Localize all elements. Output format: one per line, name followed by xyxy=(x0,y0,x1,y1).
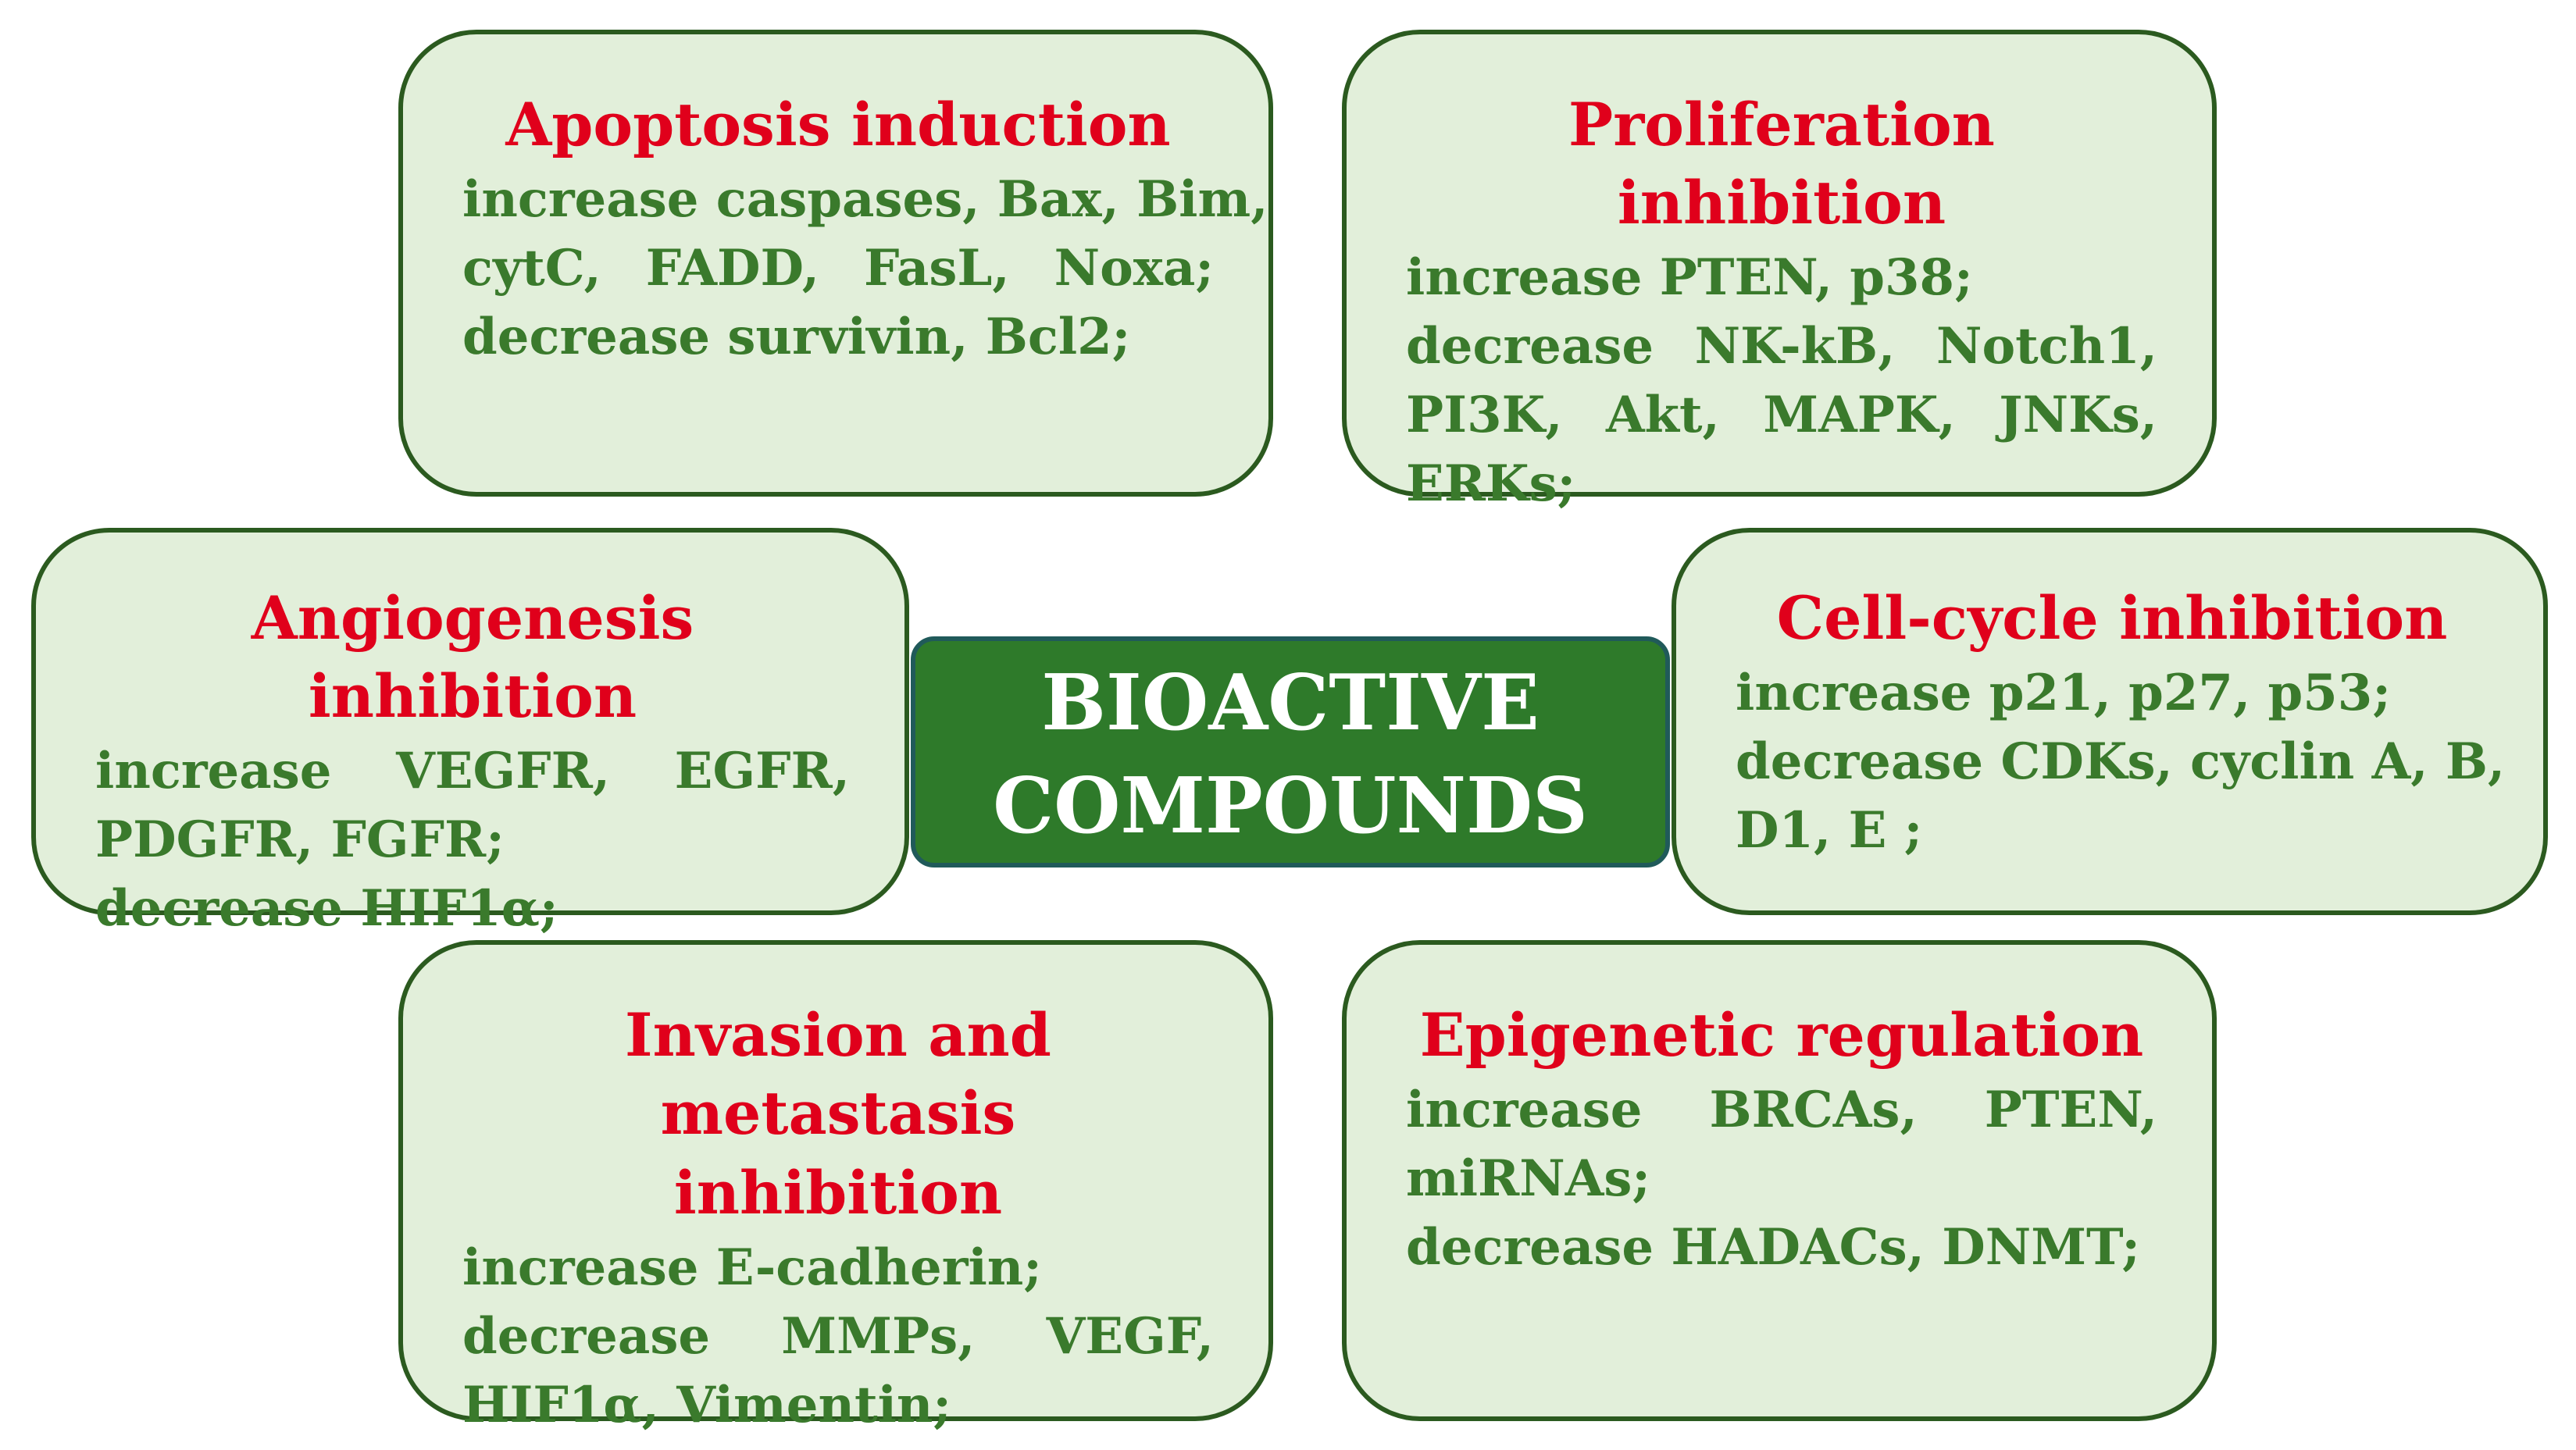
box-title-line2: inhibition xyxy=(673,1158,1003,1227)
box-line: ERKs; xyxy=(1406,454,1576,513)
apoptosis-induction-box: Apoptosis induction increase caspases, B… xyxy=(398,30,1273,497)
epigenetic-regulation-box: Epigenetic regulation increase BRCAs, PT… xyxy=(1342,940,2217,1421)
box-line: PI3K, Akt, MAPK, JNKs, xyxy=(1406,386,2157,444)
box-line: decrease survivin, Bcl2; xyxy=(462,308,1131,366)
box-line: increase p21, p27, p53; xyxy=(1736,664,2391,722)
box-line: PDGFR, FGFR; xyxy=(95,811,505,869)
box-line: increase E-cadherin; xyxy=(462,1238,1042,1297)
box-line: decrease NK-kB, Notch1, xyxy=(1406,317,2157,376)
angiogenesis-inhibition-box: Angiogenesis inhibition increase VEGFR, … xyxy=(31,528,909,938)
box-title: Apoptosis induction xyxy=(505,90,1171,159)
box-line: decrease MMPs, VEGF, xyxy=(462,1307,1214,1366)
box-line: increase BRCAs, PTEN, xyxy=(1406,1081,2157,1139)
box-line: increase PTEN, p38; xyxy=(1406,248,1973,307)
box-title: Proliferation inhibition xyxy=(1568,90,1995,237)
invasion-metastasis-inhibition-box: Invasion and metastasis inhibition incre… xyxy=(398,940,1273,1434)
proliferation-inhibition-box: Proliferation inhibition increase PTEN, … xyxy=(1342,30,2217,513)
box-line: increase VEGFR, EGFR, xyxy=(95,742,850,800)
box-line: decrease HADACs, DNMT; xyxy=(1406,1218,2140,1277)
box-line: cytC, FADD, FasL, Noxa; xyxy=(462,239,1214,297)
box-title: Epigenetic regulation xyxy=(1419,1000,2144,1070)
center-label-line2: COMPOUNDS xyxy=(993,761,1588,851)
box-line: decrease HIF1α; xyxy=(95,879,558,938)
box-line: decrease CDKs, cyclin A, B, xyxy=(1736,732,2506,791)
box-line: HIF1α, Vimentin; xyxy=(462,1376,952,1434)
box-line: increase caspases, Bax, Bim, xyxy=(462,170,1268,229)
bioactive-compounds-center-box: BIOACTIVE COMPOUNDS xyxy=(911,636,1670,868)
box-line: miRNAs; xyxy=(1406,1149,1651,1208)
box-title: Cell-cycle inhibition xyxy=(1776,583,2448,653)
box-line: D1, E ; xyxy=(1736,801,1923,860)
box-title-line1: Invasion and metastasis xyxy=(625,1000,1051,1148)
cell-cycle-inhibition-box: Cell-cycle inhibition increase p21, p27,… xyxy=(1672,528,2548,915)
box-title: Angiogenesis inhibition xyxy=(251,583,694,731)
center-label-line1: BIOACTIVE xyxy=(1041,658,1540,748)
